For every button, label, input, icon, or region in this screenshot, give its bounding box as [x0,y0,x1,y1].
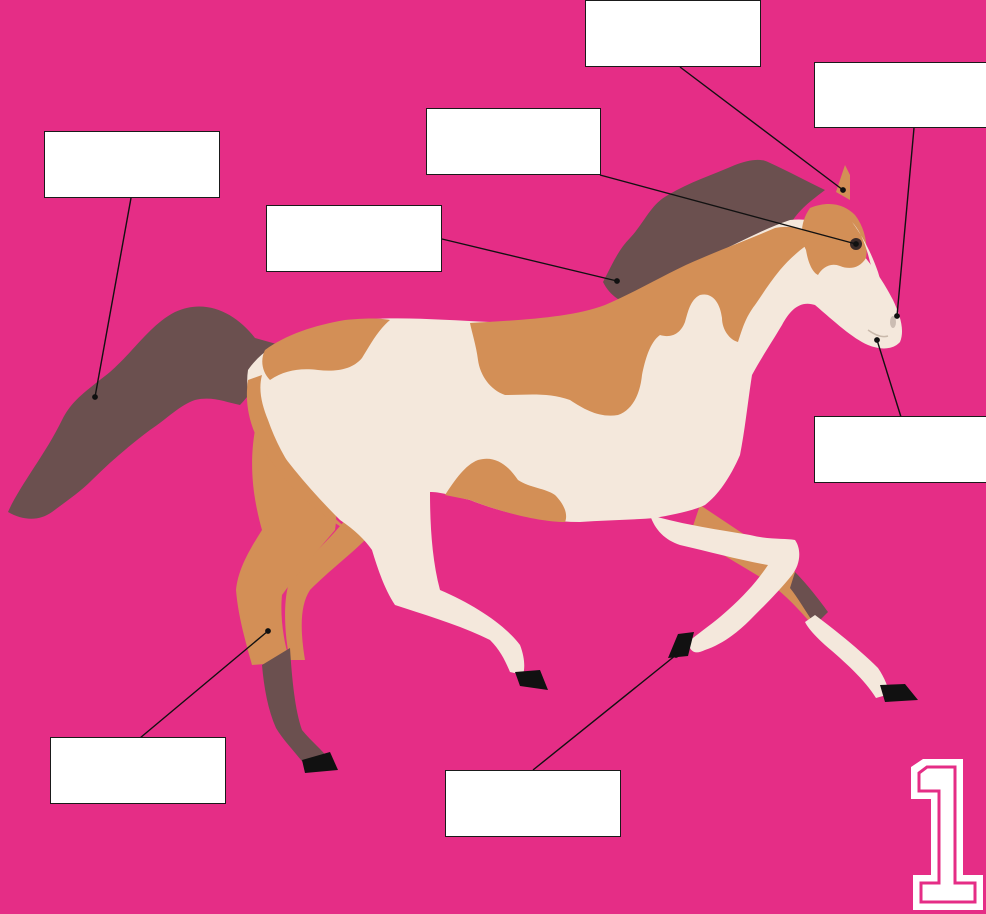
leader-line-mane [442,239,617,281]
label-box-eye[interactable] [426,108,601,175]
leader-dot-mouth [875,338,879,342]
label-box-leg[interactable] [50,737,226,804]
leader-dot-mane [615,279,619,283]
page-number: 1 [905,755,906,756]
label-box-nostril[interactable] [814,62,986,128]
label-box-mane[interactable] [266,205,442,272]
leader-dot-nostril [895,314,899,318]
leader-line-hoof [533,655,676,770]
leader-dot-tail [93,395,97,399]
leader-line-mouth [877,340,901,417]
label-box-ear[interactable] [585,0,761,67]
leader-dot-eye [854,242,858,246]
leader-line-leg [140,631,268,738]
horse-far-fore-cannon [805,615,890,698]
hoof-near-fore-back [515,670,548,690]
horse-ear [836,165,850,200]
leader-dot-leg [266,629,270,633]
hoof-near-fore [668,632,694,658]
label-box-hoof[interactable] [445,770,621,837]
label-box-mouth[interactable] [814,416,986,483]
leader-line-nostril [897,128,914,316]
label-box-tail[interactable] [44,131,220,198]
leader-dot-ear [841,188,845,192]
horse-near-hind-sock [262,648,328,765]
horse-near-fore-leg [650,515,799,652]
hoof-far-fore [880,684,918,702]
leader-dot-hoof [674,653,678,657]
horse-tail [8,306,280,518]
page-number-graphic: 1 [905,755,986,914]
